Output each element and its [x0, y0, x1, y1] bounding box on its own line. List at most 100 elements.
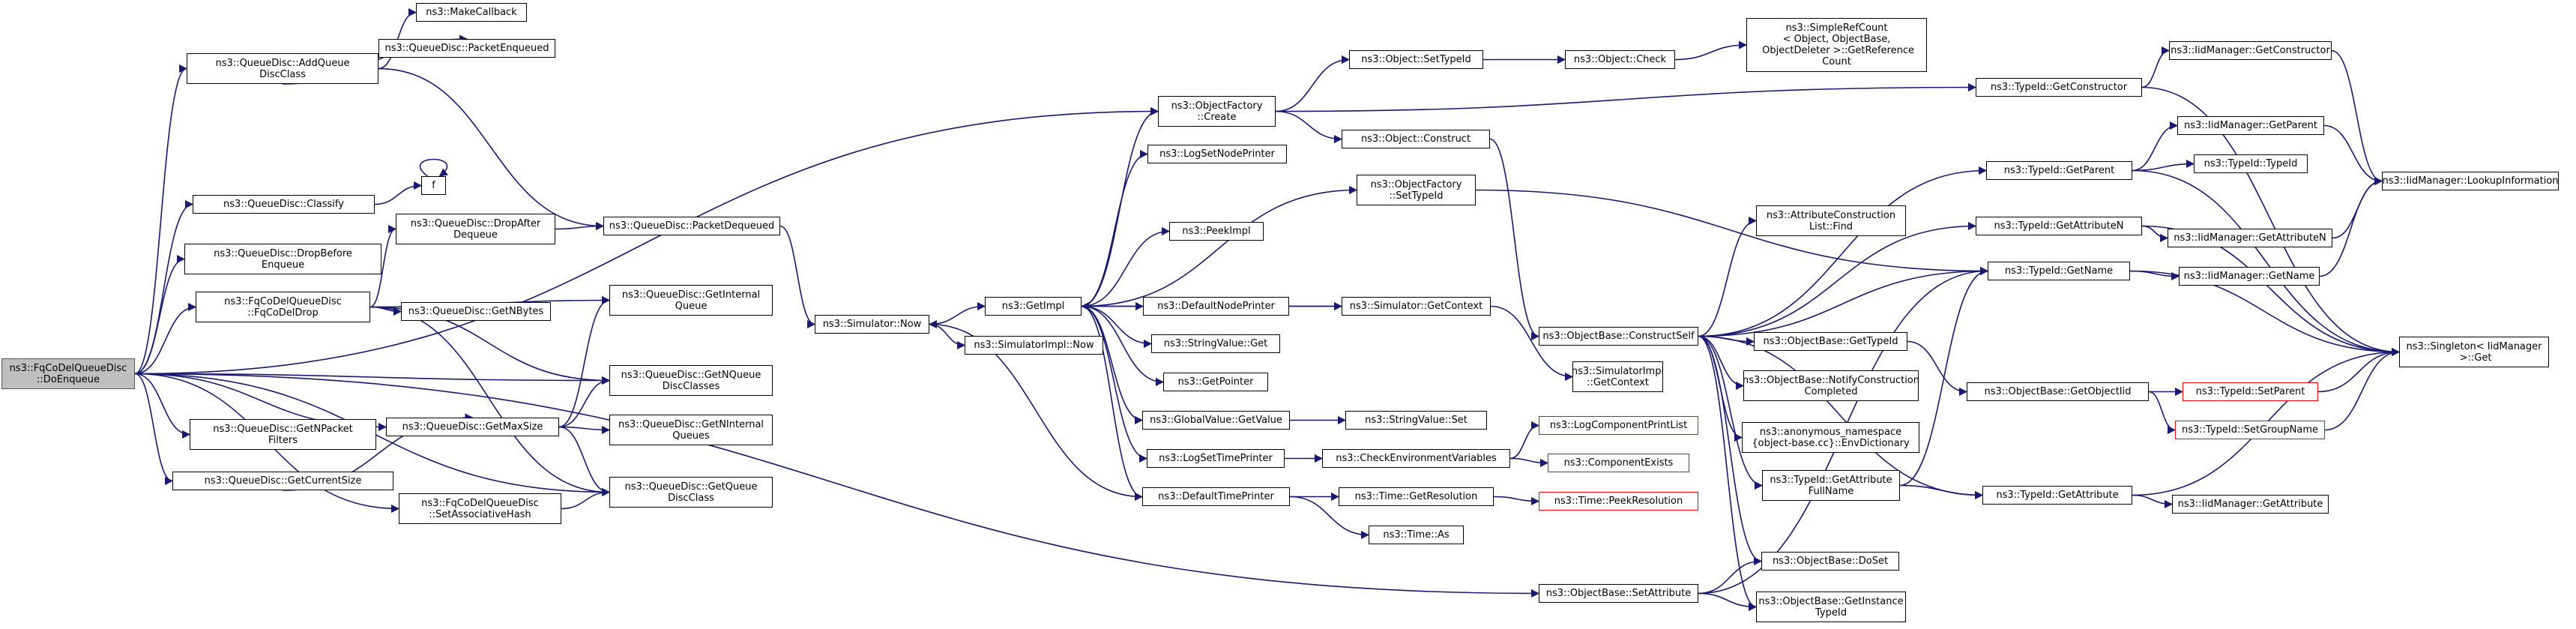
edge-n0-n12 — [134, 373, 611, 385]
edge-n13-n12 — [558, 376, 611, 428]
node-typeid-getname[interactable]: ns3::TypeId::GetName — [1988, 262, 2130, 280]
node-iidmanager-getattributen[interactable]: ns3::IidManager::GetAttributeN — [2168, 229, 2332, 247]
node-iidmanager-getconstructor[interactable]: ns3::IidManager::GetConstructor — [2169, 41, 2332, 60]
node-singleton-iidmanager-get[interactable]: ns3::Singleton< IidManager >::Get — [2399, 337, 2549, 367]
edge-n6-n6 — [420, 158, 448, 177]
node-queuedisc-getmaxsize[interactable]: ns3::QueueDisc::GetMaxSize — [386, 418, 559, 436]
node-typeid-typeid[interactable]: ns3::TypeId::TypeId — [2194, 154, 2308, 173]
node-object-check[interactable]: ns3::Object::Check — [1565, 50, 1675, 69]
edge-n60-n68 — [2331, 49, 2383, 186]
node-queuedisc-dropafter-dequeue[interactable]: ns3::QueueDisc::DropAfter Dequeue — [396, 214, 555, 244]
node-objectbase-gettypeid[interactable]: ns3::ObjectBase::GetTypeId — [1754, 332, 1907, 351]
edge-n8-n17 — [369, 306, 611, 497]
node-objectbase-getinstance-typeid[interactable]: ns3::ObjectBase::GetInstance TypeId — [1756, 592, 1906, 622]
edge-n35-n45 — [1493, 496, 1540, 506]
node-globalvalue-getvalue[interactable]: ns3::GlobalValue::GetValue — [1142, 411, 1290, 430]
node-queuedisc-getinternal-queue[interactable]: ns3::QueueDisc::GetInternal Queue — [609, 285, 773, 316]
edge-n5-n6 — [374, 181, 423, 205]
edge-n59-n67 — [2132, 494, 2174, 509]
edge-n8-n9 — [369, 224, 397, 308]
node-queuedisc-getcurrentsize[interactable]: ns3::QueueDisc::GetCurrentSize — [172, 472, 393, 490]
edge-n0-n1 — [134, 64, 188, 375]
edge-n41-n55 — [1698, 166, 1988, 337]
node-logcomponentprintlist[interactable]: ns3::LogComponentPrintList — [1539, 416, 1698, 435]
edge-n64-n68 — [2319, 176, 2383, 277]
node-simulatorimpl-getcontext[interactable]: ns3::SimulatorImpl ::GetContext — [1572, 361, 1663, 392]
node-objectfactory-create[interactable]: ns3::ObjectFactory ::Create — [1158, 96, 1276, 127]
edge-n22-n37 — [1275, 55, 1351, 112]
node-getimpl[interactable]: ns3::GetImpl — [985, 297, 1082, 316]
edge-n20-n28 — [1081, 305, 1165, 387]
node-iidmanager-lookupinformation[interactable]: ns3::IidManager::LookupInformation — [2382, 172, 2559, 190]
edge-n1-n4 — [378, 67, 605, 231]
node-peekimpl[interactable]: ns3::PeekImpl — [1169, 222, 1264, 241]
edge-n24-n57 — [1475, 189, 1989, 276]
edge-n20-n24 — [1081, 185, 1358, 307]
node-queuedisc-classify[interactable]: ns3::QueueDisc::Classify — [193, 195, 375, 214]
node-defaulttimeprinter[interactable]: ns3::DefaultTimePrinter — [1142, 487, 1290, 506]
edge-n22-n40 — [1275, 110, 1343, 144]
node-f[interactable]: f — [421, 176, 446, 195]
edge-n19-n20 — [929, 301, 986, 325]
edge-n20-n23 — [1081, 149, 1149, 307]
node-time-peekresolution[interactable]: ns3::Time::PeekResolution — [1539, 492, 1698, 511]
node-queuedisc-getnpacket-filters[interactable]: ns3::QueueDisc::GetNPacket Filters — [190, 419, 376, 450]
node-simulator-now[interactable]: ns3::Simulator::Now — [815, 315, 929, 334]
edge-n41-n47 — [1698, 216, 1758, 337]
node-queuedisc-dropbefore-enqueue[interactable]: ns3::QueueDisc::DropBefore Enqueue — [184, 244, 381, 274]
node-typeid-getattribute[interactable]: ns3::TypeId::GetAttribute — [1982, 486, 2132, 505]
node-typeid-getconstructor[interactable]: ns3::TypeId::GetConstructor — [1976, 78, 2142, 97]
node-iidmanager-getparent[interactable]: ns3::IidManager::GetParent — [2177, 116, 2324, 135]
node-logsetnodeprinter[interactable]: ns3::LogSetNodePrinter — [1147, 145, 1287, 163]
node-checkenvironmentvariables[interactable]: ns3::CheckEnvironmentVariables — [1322, 449, 1510, 468]
node-queuedisc-getqueue-discclass[interactable]: ns3::QueueDisc::GetQueue DiscClass — [609, 477, 773, 508]
edge-n22-n54 — [1275, 82, 1977, 112]
edge-n13-n17 — [558, 426, 611, 497]
node-queuedisc-packetenqueued[interactable]: ns3::QueueDisc::PacketEnqueued — [378, 39, 555, 58]
node-objectbase-setattribute[interactable]: ns3::ObjectBase::SetAttribute — [1539, 584, 1698, 603]
node-typeid-getattributen[interactable]: ns3::TypeId::GetAttributeN — [1976, 217, 2142, 235]
node-objectbase-constructself[interactable]: ns3::ObjectBase::ConstructSelf — [1539, 327, 1698, 346]
node-queuedisc-getnqueue-discclasses[interactable]: ns3::QueueDisc::GetNQueue DiscClasses — [609, 365, 773, 396]
node-iidmanager-getattribute[interactable]: ns3::IidManager::GetAttribute — [2172, 495, 2329, 514]
edge-n61-n68 — [2323, 124, 2383, 186]
node-fqcodelqueuedisc-fqcodeldrop[interactable]: ns3::FqCoDelQueueDisc ::FqCoDelDrop — [196, 292, 370, 322]
node-defaultnodeprinter[interactable]: ns3::DefaultNodePrinter — [1143, 297, 1289, 316]
node-objectfactory-settypeid[interactable]: ns3::ObjectFactory ::SetTypeId — [1357, 175, 1476, 205]
node-simplerefcount-object-objectbase-objectdeleter-getreference-count[interactable]: ns3::SimpleRefCount < Object, ObjectBase… — [1746, 18, 1927, 72]
node-typeid-setparent[interactable]: ns3::TypeId::SetParent — [2183, 382, 2318, 401]
node-time-as[interactable]: ns3::Time::As — [1369, 526, 1464, 544]
node-anonymous-namespace-object-base-cc-envdictionary[interactable]: ns3::anonymous_namespace {object-base.cc… — [1742, 422, 1919, 453]
node-objectbase-doset[interactable]: ns3::ObjectBase::DoSet — [1761, 552, 1899, 571]
edge-n41-n57 — [1698, 266, 1989, 337]
edge-n0-n22 — [134, 106, 1159, 375]
node-logsettimeprinter[interactable]: ns3::LogSetTimePrinter — [1147, 449, 1285, 468]
edge-n38-n39 — [1674, 40, 1748, 61]
node-time-getresolution[interactable]: ns3::Time::GetResolution — [1339, 487, 1494, 506]
node-iidmanager-getname[interactable]: ns3::IidManager::GetName — [2179, 267, 2320, 286]
node-simulator-getcontext[interactable]: ns3::Simulator::GetContext — [1342, 297, 1491, 316]
node-typeid-getparent[interactable]: ns3::TypeId::GetParent — [1986, 161, 2132, 180]
node-typeid-setgroupname[interactable]: ns3::TypeId::SetGroupName — [2175, 421, 2325, 439]
edge-n20-n31 — [1081, 305, 1144, 502]
node-queuedisc-addqueue-discclass[interactable]: ns3::QueueDisc::AddQueue DiscClass — [187, 53, 378, 84]
node-attributeconstruction-list-find[interactable]: ns3::AttributeConstruction List::Find — [1756, 205, 1906, 236]
node-object-settypeid[interactable]: ns3::Object::SetTypeId — [1349, 50, 1483, 69]
node-objectbase-notifyconstruction-completed[interactable]: ns3::ObjectBase::NotifyConstruction Comp… — [1743, 370, 1919, 401]
node-objectbase-getobjectiid[interactable]: ns3::ObjectBase::GetObjectIid — [1967, 382, 2149, 401]
node-componentexists[interactable]: ns3::ComponentExists — [1548, 454, 1689, 472]
node-getpointer[interactable]: ns3::GetPointer — [1163, 373, 1268, 391]
node-queuedisc-getnbytes[interactable]: ns3::QueueDisc::GetNBytes — [401, 302, 551, 321]
edge-n13-n11 — [558, 295, 611, 428]
edge-n20-n30 — [1081, 305, 1148, 463]
node-object-construct[interactable]: ns3::Object::Construct — [1342, 130, 1490, 148]
node-stringvalue-set[interactable]: ns3::StringValue::Set — [1345, 411, 1487, 430]
node-fqcodelqueuedisc-setassociativehash[interactable]: ns3::FqCoDelQueueDisc ::SetAssociativeHa… — [399, 493, 561, 524]
node-makecallback[interactable]: ns3::MakeCallback — [416, 3, 527, 22]
node-simulatorimpl-now[interactable]: ns3::SimulatorImpl::Now — [965, 336, 1103, 355]
node-typeid-getattribute-fullname[interactable]: ns3::TypeId::GetAttribute FullName — [1762, 470, 1900, 501]
node-queuedisc-packetdequeued[interactable]: ns3::QueueDisc::PacketDequeued — [603, 217, 780, 235]
node-queuedisc-getninternal-queues[interactable]: ns3::QueueDisc::GetNInternal Queues — [609, 415, 773, 445]
node-fqcodelqueuedisc-doenqueue[interactable]: ns3::FqCoDelQueueDisc ::DoEnqueue — [1, 358, 135, 389]
node-stringvalue-get[interactable]: ns3::StringValue::Get — [1151, 334, 1280, 353]
